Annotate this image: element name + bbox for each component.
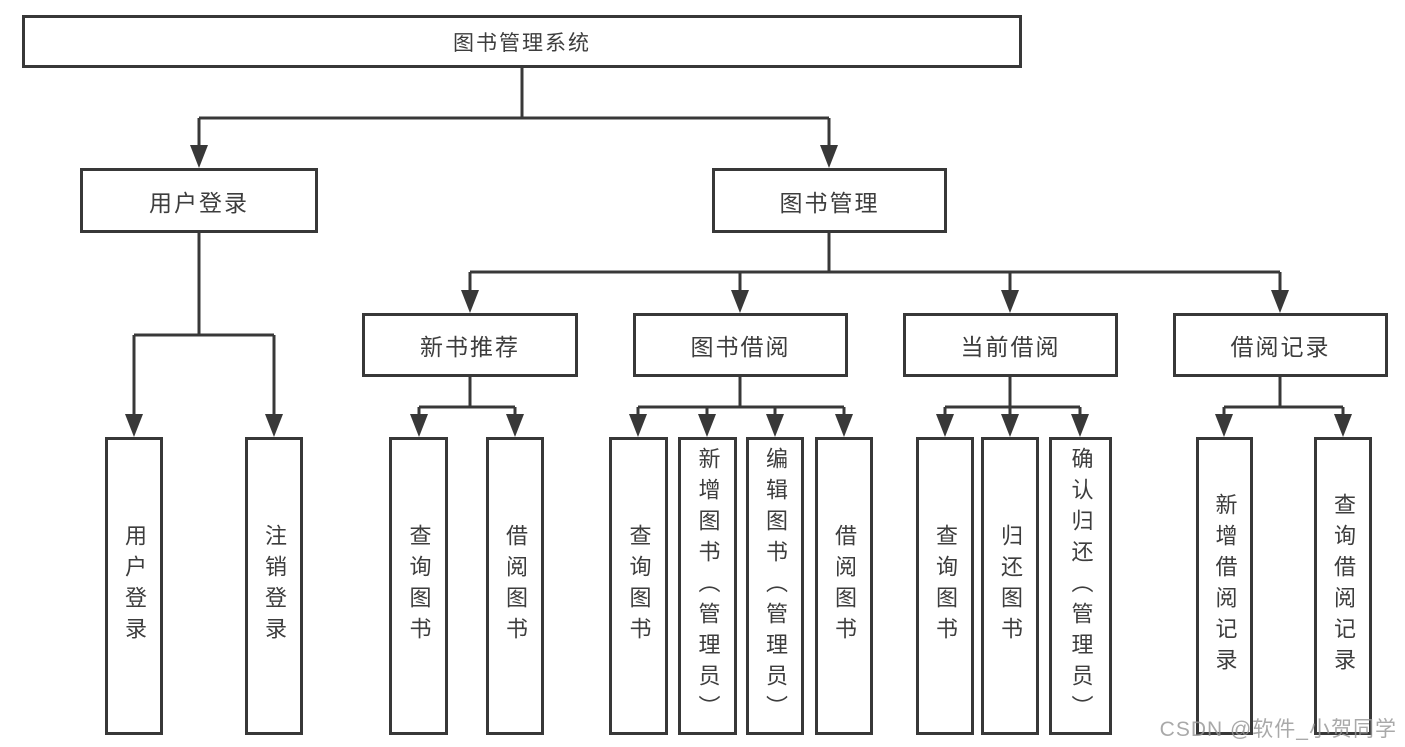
leaf-query-books-borrowing: 查询图书: [609, 437, 668, 735]
node-label: 注销登录: [262, 524, 287, 648]
node-label: 用户登录: [149, 189, 249, 216]
node-user-login: 用户登录: [80, 168, 318, 233]
leaf-query-books-recommend: 查询图书: [389, 437, 448, 735]
node-label: 借阅图书: [503, 524, 528, 648]
leaf-query-books-current: 查询图书: [916, 437, 974, 735]
leaf-confirm-return-admin: 确认归还（管理员）: [1049, 437, 1112, 735]
node-label: 用户登录: [122, 524, 147, 648]
node-book-management: 图书管理: [712, 168, 947, 233]
leaf-query-borrow-record: 查询借阅记录: [1314, 437, 1372, 735]
node-label: 查询图书: [933, 524, 958, 648]
node-label: 新增图书（管理员）: [695, 446, 721, 726]
leaf-add-books-admin: 新增图书（管理员）: [678, 437, 737, 735]
leaf-user-login: 用户登录: [105, 437, 163, 735]
node-label: 新增借阅记录: [1212, 493, 1238, 679]
leaf-logout: 注销登录: [245, 437, 303, 735]
node-label: 确认归还（管理员）: [1068, 446, 1094, 726]
connector-stems: [132, 68, 1345, 424]
node-label: 借阅图书: [832, 524, 857, 648]
node-current-borrowing: 当前借阅: [903, 313, 1118, 377]
node-label: 查询图书: [406, 524, 432, 648]
node-library-management-system: 图书管理系统: [22, 15, 1022, 68]
node-label: 图书借阅: [690, 334, 791, 360]
arrowheads: [125, 145, 1352, 437]
leaf-edit-books-admin: 编辑图书（管理员）: [746, 437, 804, 735]
leaf-return-books: 归还图书: [981, 437, 1039, 735]
node-label: 新书推荐: [420, 334, 520, 360]
node-label: 查询借阅记录: [1331, 493, 1356, 679]
node-label: 查询图书: [626, 524, 652, 648]
node-new-book-recommendation: 新书推荐: [362, 313, 578, 377]
leaf-add-borrow-record: 新增借阅记录: [1196, 437, 1253, 735]
node-label: 归还图书: [998, 524, 1023, 648]
leaf-borrow-books-borrowing: 借阅图书: [815, 437, 873, 735]
node-label: 当前借阅: [960, 334, 1061, 360]
node-label: 图书管理系统: [453, 31, 591, 55]
node-borrowing-records: 借阅记录: [1173, 313, 1388, 377]
node-label: 编辑图书（管理员）: [763, 446, 788, 726]
leaf-borrow-books-recommend: 借阅图书: [486, 437, 544, 735]
node-book-borrowing: 图书借阅: [633, 313, 848, 377]
node-label: 图书管理: [779, 189, 880, 216]
watermark-csdn: CSDN @软件_小贺同学: [1159, 718, 1397, 741]
node-label: 借阅记录: [1230, 334, 1331, 360]
